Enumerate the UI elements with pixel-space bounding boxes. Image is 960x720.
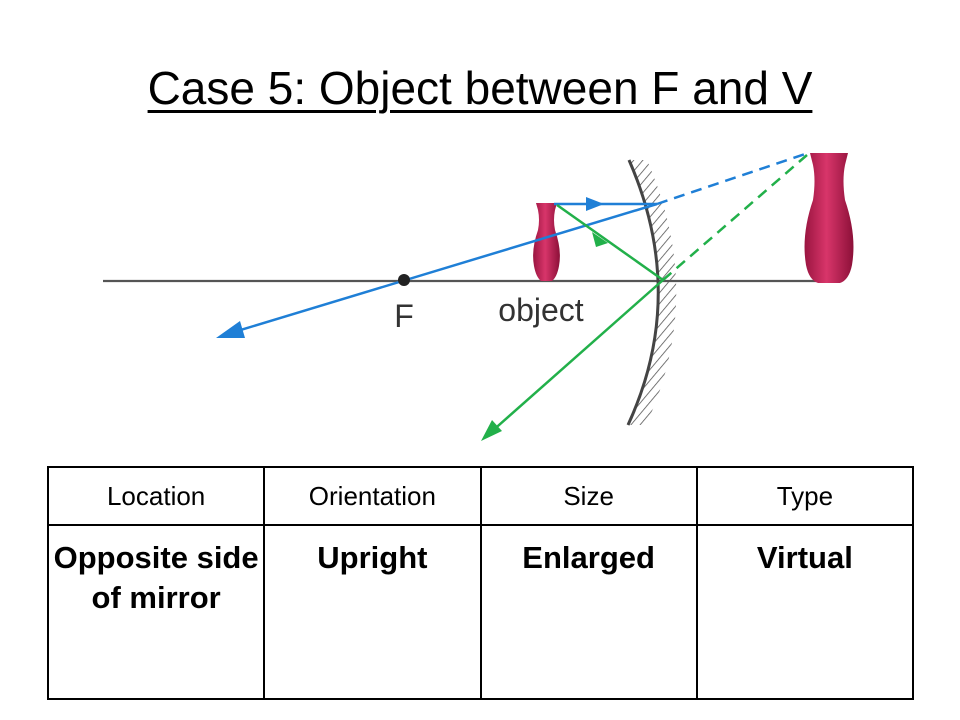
table-header-row: Location Orientation Size Type bbox=[46, 466, 915, 526]
value-location: Opposite side of mirror bbox=[46, 524, 266, 700]
blue-ray-virtual-extension bbox=[656, 151, 809, 206]
blue-ray-end-arrow bbox=[216, 321, 245, 338]
header-location: Location bbox=[46, 466, 266, 526]
page-title-text: Case 5: Object between F and V bbox=[147, 62, 813, 114]
concave-mirror bbox=[626, 159, 660, 426]
value-type: Virtual bbox=[695, 524, 915, 700]
value-size: Enlarged bbox=[479, 524, 698, 700]
header-type: Type bbox=[695, 466, 915, 526]
header-size: Size bbox=[479, 466, 698, 526]
page-title: Case 5: Object between F and V bbox=[0, 58, 960, 118]
mirror-hatching bbox=[628, 160, 677, 425]
blue-ray-reflected bbox=[223, 202, 658, 337]
image-properties-table: Location Orientation Size Type Opposite … bbox=[46, 466, 915, 700]
focal-point-label: F bbox=[394, 298, 414, 334]
object-label: object bbox=[498, 292, 584, 328]
green-ray-end-arrow bbox=[481, 420, 502, 441]
table-row: Opposite side of mirror Upright Enlarged… bbox=[46, 524, 915, 700]
green-ray-virtual-extension bbox=[662, 154, 808, 281]
value-orientation: Upright bbox=[263, 524, 482, 700]
image-vase bbox=[804, 153, 854, 283]
green-ray-reflected bbox=[489, 279, 664, 434]
focal-point bbox=[398, 274, 410, 286]
object-vase bbox=[533, 203, 560, 281]
mirror-ray-diagram: F object bbox=[103, 151, 854, 441]
green-ray-incident bbox=[556, 203, 664, 282]
blue-ray-arrow-head bbox=[586, 197, 604, 211]
header-orientation: Orientation bbox=[263, 466, 482, 526]
green-ray-arrow-head bbox=[592, 232, 608, 247]
